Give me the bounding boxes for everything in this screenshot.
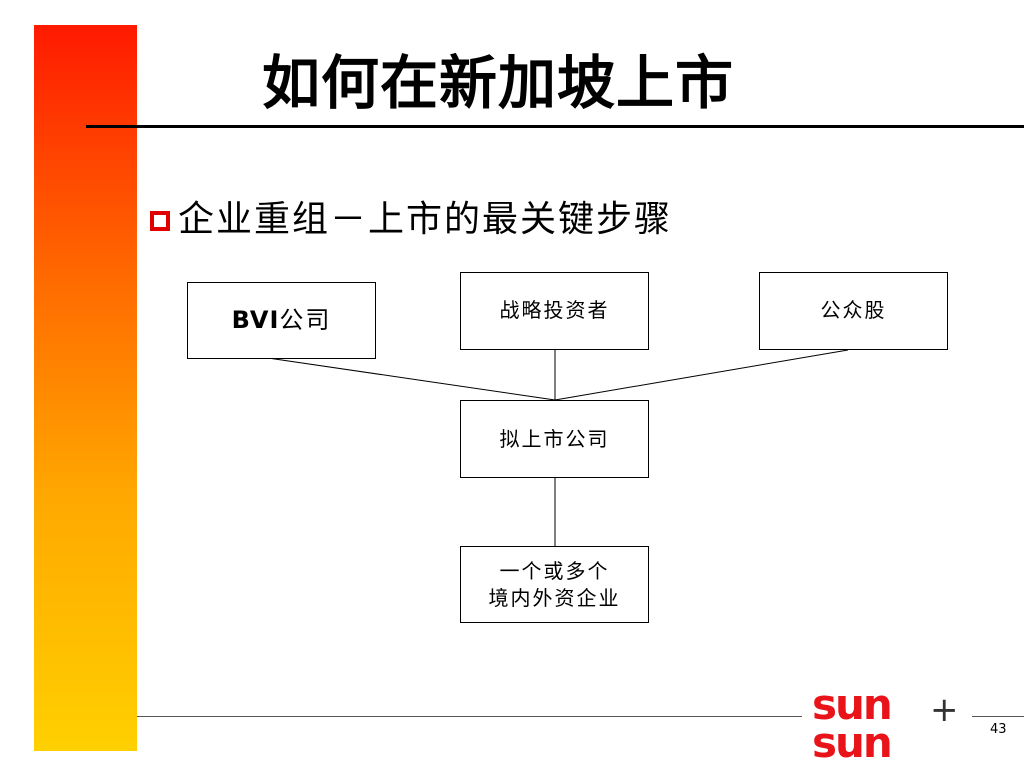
logo-plus: +	[930, 690, 959, 730]
node-public-shares: 公众股	[759, 272, 948, 350]
footer-divider-right	[972, 716, 1024, 717]
node-public-label: 公众股	[820, 298, 887, 322]
node-onshore-enterprises: 一个或多个 境内外资企业	[460, 546, 649, 623]
square-bullet-icon	[150, 211, 170, 232]
orange-gradient-sidebar	[34, 25, 137, 751]
node-bvi-company: BVI公司	[187, 282, 376, 359]
node-bvi-latin: BVI	[231, 306, 280, 335]
bullet-text: 企业重组－上市的最关键步骤	[178, 199, 673, 240]
node-strategic-investor: 战略投资者	[460, 272, 649, 350]
bullet-row: 企业重组－上市的最关键步骤	[150, 198, 672, 241]
slide-title: 如何在新加坡上市	[262, 49, 735, 117]
page-number: 43	[990, 722, 1007, 737]
sunsun-logo: sun sun +	[812, 683, 959, 763]
node-strategic-label: 战略投资者	[499, 298, 610, 322]
title-underline	[86, 125, 1024, 128]
logo-text-line2: sun	[812, 718, 891, 763]
edge-public-to-listing	[554, 349, 849, 401]
footer-divider	[137, 716, 802, 717]
node-listing-label: 拟上市公司	[499, 426, 610, 451]
node-onshore-label: 一个或多个 境内外资企业	[488, 558, 621, 610]
node-listing-company: 拟上市公司	[460, 400, 649, 478]
node-bvi-cjk: 公司	[279, 306, 332, 335]
logo-text-line1: sun	[812, 683, 891, 729]
edge-bvi-to-listing	[267, 357, 556, 401]
